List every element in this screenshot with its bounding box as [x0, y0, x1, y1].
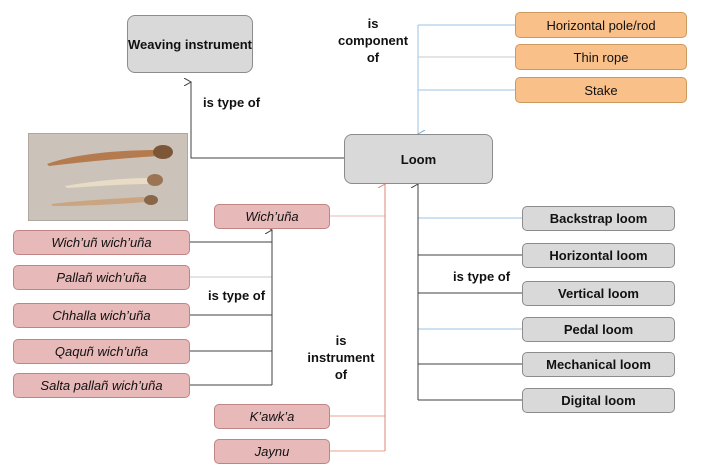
edge-components-loom: [418, 24, 515, 134]
node-wichuna: Wich’uña: [214, 204, 330, 229]
label-is-type-of-middle: is type of: [208, 288, 266, 303]
node-loom: Loom: [344, 134, 493, 184]
node-weaving-instrument: Weaving instrument: [127, 15, 253, 73]
node-wichun-wichuna: Wich’uñ wich’uña: [13, 230, 190, 255]
node-qaqun-wichuna: Qaquñ wich’uña: [13, 339, 190, 364]
label-is-component-of-line1: is: [367, 16, 379, 31]
node-pallan-wichuna: Pallañ wich’uña: [13, 265, 190, 290]
node-kawka: K’awk’a: [214, 404, 330, 429]
edge-instruments-loom: [330, 184, 385, 452]
node-mechanical-loom: Mechanical loom: [522, 352, 675, 377]
label-is-component-of-line3: of: [366, 50, 380, 65]
label-is-instrument-of-line2: instrument: [307, 350, 375, 365]
node-salta-pallan-wichuna: Salta pallañ wich’uña: [13, 373, 190, 398]
node-horizontal-pole: Horizontal pole/rod: [515, 12, 687, 38]
label-is-type-of-right: is type of: [453, 269, 511, 284]
node-digital-loom: Digital loom: [522, 388, 675, 413]
node-chhalla-wichuna: Chhalla wich’uña: [13, 303, 190, 328]
label-is-type-of-top: is type of: [203, 95, 261, 110]
node-pedal-loom: Pedal loom: [522, 317, 675, 342]
node-backstrap-loom: Backstrap loom: [522, 206, 675, 231]
node-horizontal-loom: Horizontal loom: [522, 243, 675, 268]
node-jaynu: Jaynu: [214, 439, 330, 464]
label-is-instrument-of: is instrument of: [306, 332, 376, 383]
label-is-component-of-line2: component: [338, 33, 409, 48]
edge-wichuna-subtypes: [190, 230, 272, 386]
node-thin-rope: Thin rope: [515, 44, 687, 70]
label-is-instrument-of-line1: is: [335, 333, 347, 348]
edge-loom-weaving-instrument: [191, 82, 344, 159]
label-is-instrument-of-line3: of: [334, 367, 348, 382]
node-stake: Stake: [515, 77, 687, 103]
wichuna-photo: [28, 133, 188, 221]
edge-loom-types: [418, 184, 522, 401]
node-vertical-loom: Vertical loom: [522, 281, 675, 306]
label-is-component-of: is component of: [338, 15, 408, 66]
